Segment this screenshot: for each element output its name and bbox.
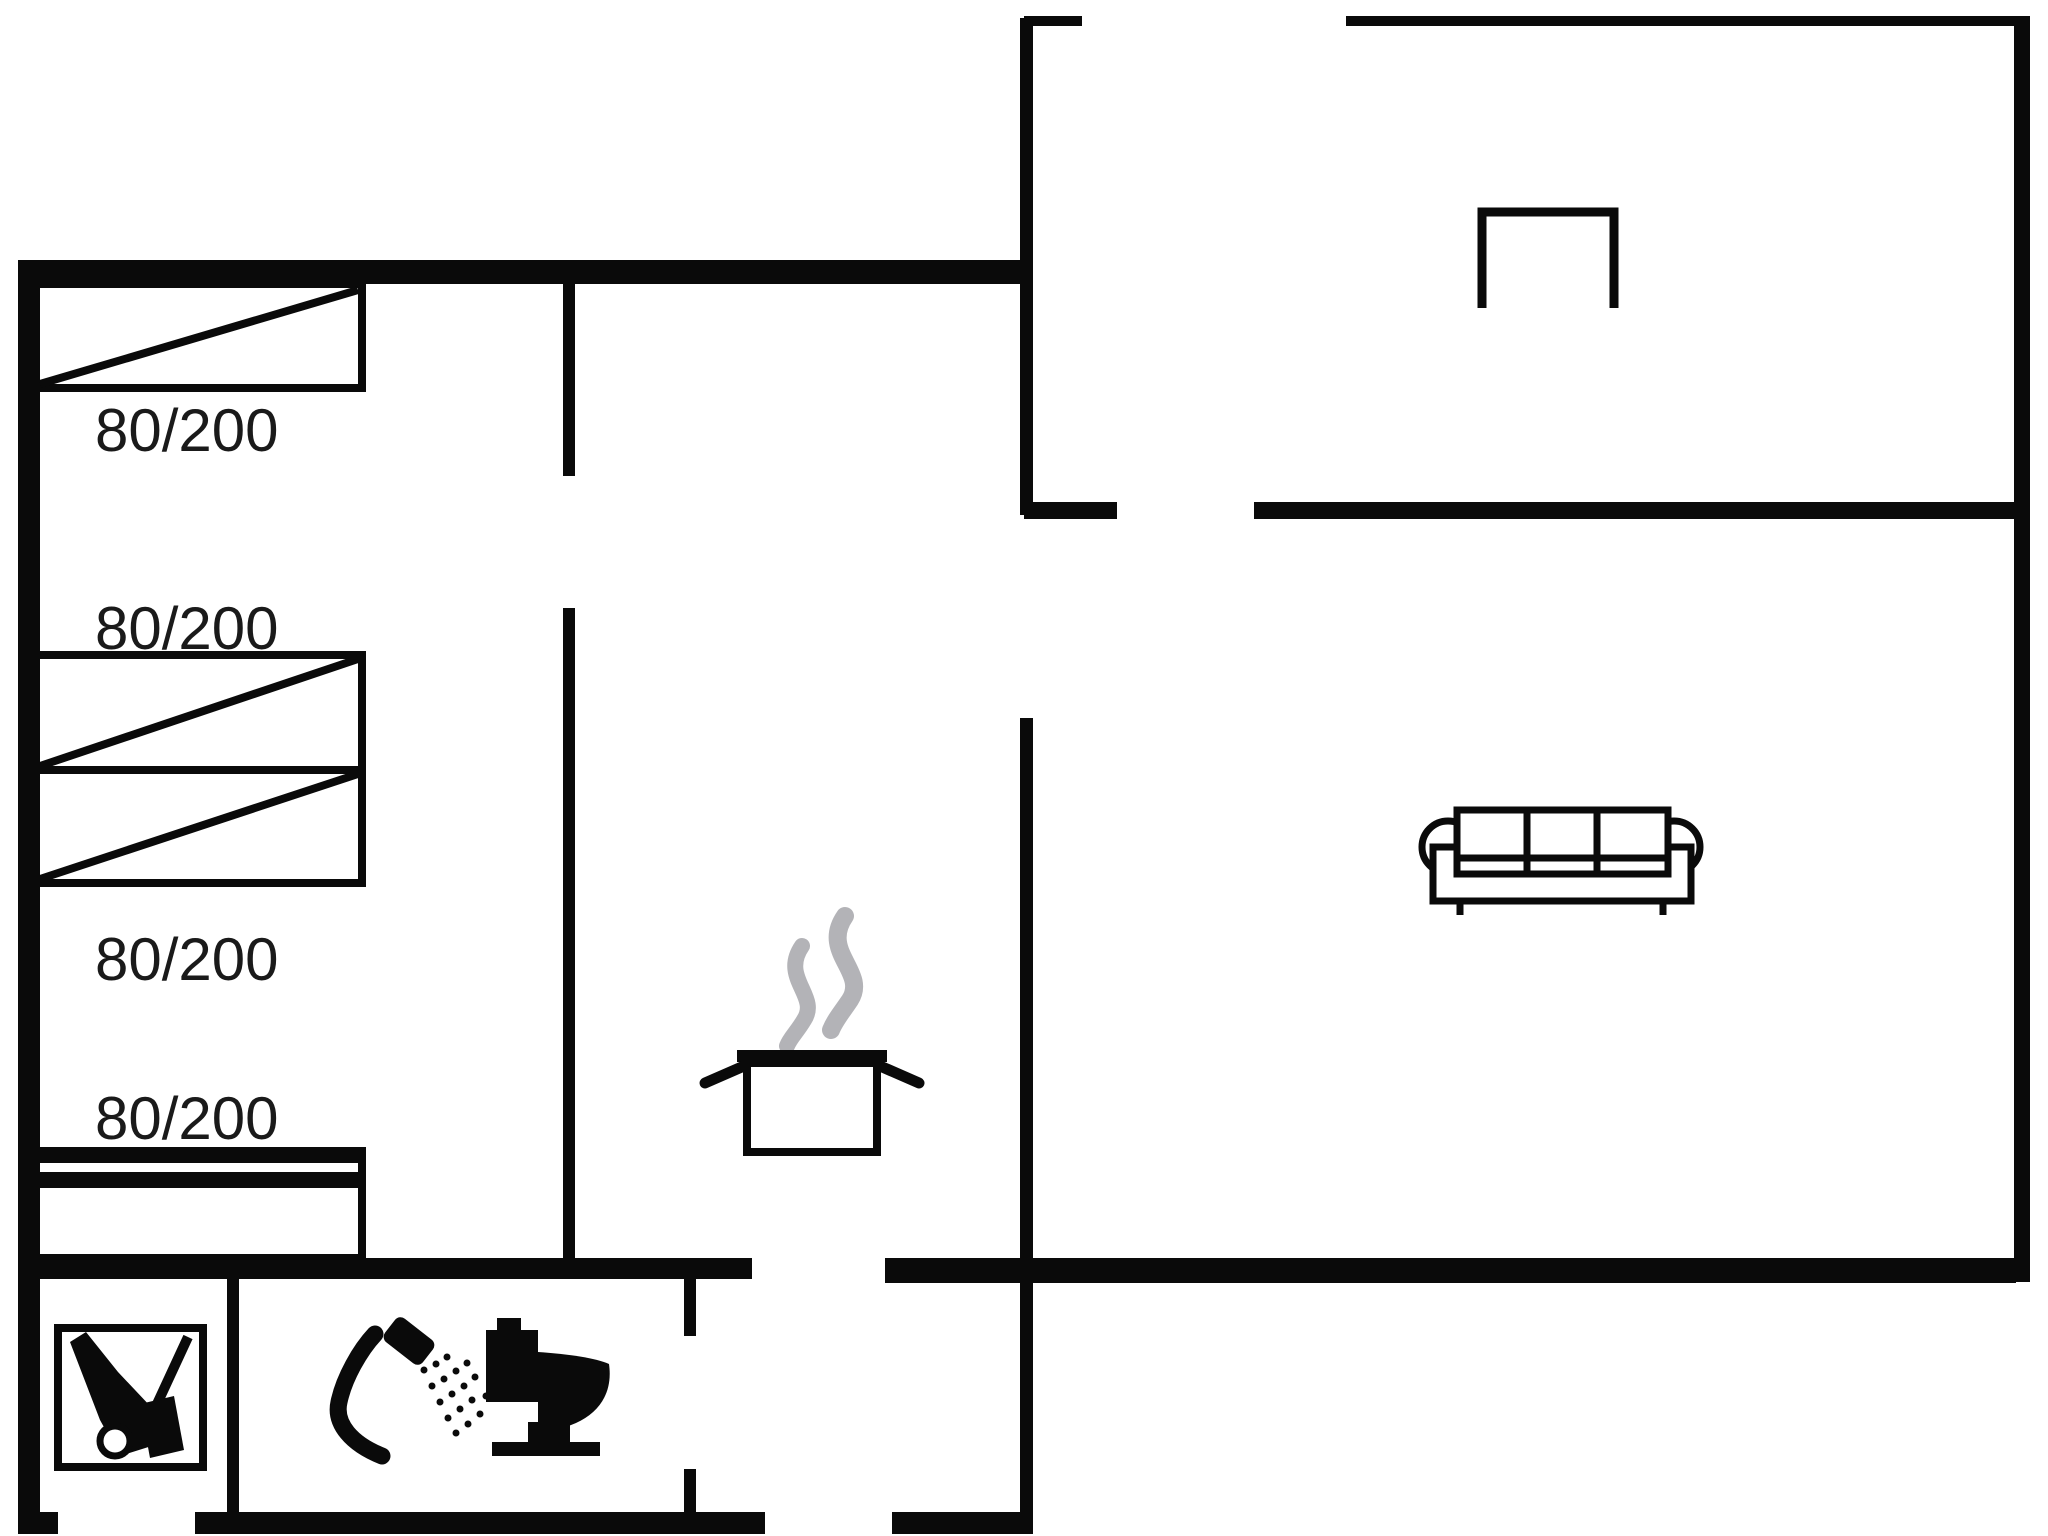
wall-upper-room-top-right — [1346, 16, 2016, 26]
pot-rim — [737, 1050, 887, 1062]
bed-3 — [32, 766, 366, 887]
fireplace-icon — [1477, 207, 1619, 308]
wall-bedroom-divider-top — [563, 284, 575, 476]
bed-size-label: 80/200 — [95, 926, 279, 993]
bed-diagonal — [38, 286, 360, 388]
toilet-icon — [486, 1318, 610, 1456]
shower-hose — [329, 1325, 391, 1465]
cleaning-equipment-icon — [54, 1324, 207, 1471]
toilet-pedestal — [528, 1422, 570, 1444]
wall-kitchen-living-divider — [1020, 718, 1033, 1534]
wall-outer-right — [2014, 16, 2030, 1282]
bed-size-label: 80/200 — [95, 1085, 279, 1152]
steam-icon — [779, 907, 864, 1054]
pot-body — [743, 1059, 881, 1156]
wall-bottom-middle — [195, 1512, 765, 1534]
bed-diagonal — [38, 770, 360, 883]
bed-headboard-bar — [36, 1151, 362, 1163]
wall-bottom-left-stub — [18, 1512, 58, 1534]
steam-wisp — [822, 907, 864, 1039]
bed-size-labels: 80/200 80/200 80/200 80/200 — [95, 397, 279, 1152]
wall-bathroom-hall-bottom — [684, 1469, 696, 1512]
toilet-tank — [486, 1330, 538, 1402]
wall-outer-left — [18, 260, 40, 1534]
bed-headboard-bar — [36, 1172, 362, 1188]
wall-bottom-hall — [892, 1512, 1033, 1534]
toilet-bowl — [538, 1352, 610, 1432]
toilet-button — [497, 1318, 521, 1332]
bed-2 — [32, 651, 366, 774]
broom-head — [140, 1396, 184, 1458]
broom-handle — [152, 1334, 193, 1407]
wall-bathroom-top — [18, 1258, 752, 1279]
sofa-cushions — [1453, 806, 1672, 878]
wall-living-bottom — [885, 1258, 2016, 1283]
wall-upper-room-south — [1254, 502, 2016, 519]
sofa-icon — [1418, 806, 1704, 915]
bed-size-label: 80/200 — [95, 397, 279, 464]
wall-upper-room-south-stub — [1024, 502, 1117, 519]
toilet-base — [492, 1442, 600, 1456]
bed-1 — [32, 280, 366, 392]
wall-upper-room-left — [1020, 18, 1033, 515]
wall-closet-partition — [227, 1279, 239, 1512]
pot-handle-left — [699, 1060, 750, 1089]
bed-4 — [32, 1147, 366, 1262]
vacuum-shape — [70, 1332, 158, 1456]
shower-head — [383, 1317, 435, 1365]
pot-handle-right — [874, 1060, 925, 1089]
bed-size-label: 80/200 — [95, 595, 279, 662]
steam-wisp — [779, 938, 816, 1054]
cooking-pot-icon — [699, 1050, 925, 1156]
hose-ring — [96, 1422, 134, 1460]
bed-outline — [32, 1147, 366, 1262]
wall-upper-room-top-left — [1024, 16, 1082, 26]
bed-diagonal — [38, 655, 360, 770]
wall-bathroom-hall-top — [684, 1279, 696, 1336]
wall-bedroom-divider-bottom — [563, 608, 575, 1258]
